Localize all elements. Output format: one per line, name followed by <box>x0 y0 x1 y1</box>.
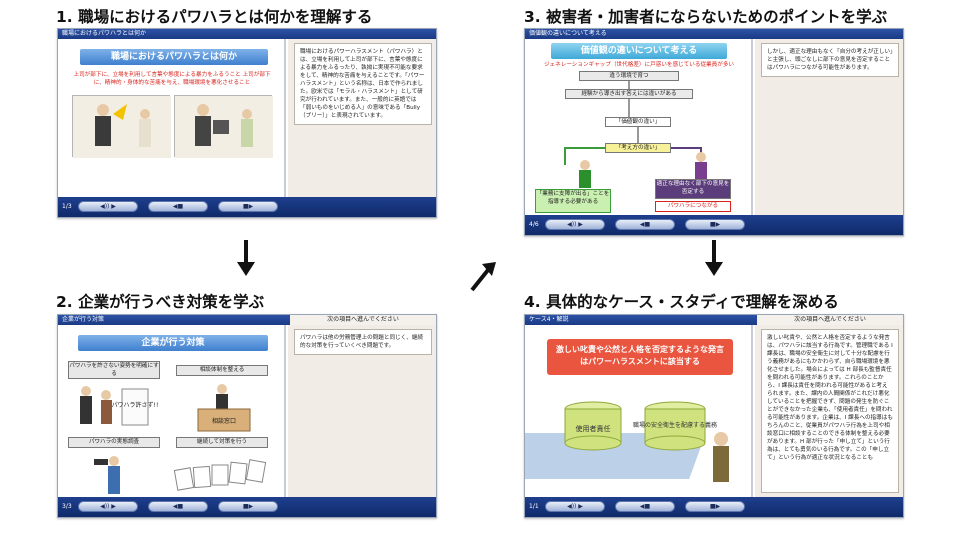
title-bar: 企業が行う対策次の項目へ進んでください <box>58 315 436 325</box>
binoculars-calendar-icon <box>94 456 267 494</box>
explanation-panel: しかし、適正な理由もなく「自分の考えが正しい」と主張し、頭ごなしに部下の意見を否… <box>755 39 903 217</box>
arrow-down-right-icon <box>705 240 723 276</box>
audio-button[interactable]: ◀)) ▶ <box>78 501 138 512</box>
page-indicator: 3/3 <box>62 503 72 510</box>
result-right-label: パワハラにつながる <box>655 201 731 212</box>
flow-arrows-icon <box>564 81 707 188</box>
screenshot-step-4: ケース4・解説次の項目へ進んでください 激しい叱責や公然と人格を否定するような発… <box>524 314 904 518</box>
footer-bar: 4/6 ◀)) ▶ ◀■ ■▶ <box>525 215 903 235</box>
slide-heading: 価値観の違いについて考える <box>551 43 727 59</box>
title-bar: 職場におけるパワハラとは何か <box>58 29 436 39</box>
footer-bar: 1/3 ◀)) ▶ ◀■ ■▶ <box>58 197 436 217</box>
boss-shouting-icon <box>73 96 171 158</box>
sign-text: パワハラ許さず!! <box>112 401 159 409</box>
slide-red-text: ジェネレーションギャップ（世代格差）に戸惑いを感じている従業員が多い <box>543 62 735 68</box>
cylinder-right-text: 職場の安全衛生を配慮する義務 <box>633 421 717 429</box>
audio-button[interactable]: ◀)) ▶ <box>545 219 605 230</box>
page-indicator: 1/3 <box>62 203 72 210</box>
arrow-down-left-icon <box>237 240 255 276</box>
slide-red-text: 激しい叱責や公然と人格を否定するような発言はパワーハラスメントに該当する <box>547 339 733 375</box>
step-2-title: 2. 企業が行うべき対策を学ぶ <box>56 293 265 311</box>
explanation-text: パワハラは他の労務管理上の問題と同じく、継続的な対策を行っていくべき問題です。 <box>294 329 432 355</box>
flow-step-2: 経験から導き出す答えには違いがある <box>565 89 693 99</box>
flow-step-4: 「考え方の違い」 <box>605 143 671 153</box>
slide-red-text: 上司が部下に、立場を利用して言葉や態度による暴力をふるうこと 上司が部下に、精神… <box>73 72 271 86</box>
slide: 価値観の違いについて考える ジェネレーションギャップ（世代格差）に戸惑いを感じて… <box>525 39 753 217</box>
explanation-panel: パワハラは他の労務管理上の問題と同じく、継続的な対策を行っていくべき問題です。 <box>288 325 436 499</box>
next-button[interactable]: ■▶ <box>218 501 278 512</box>
page-indicator: 1/1 <box>529 503 539 510</box>
card-policy: パワハラを許さない姿勢を明確にする <box>68 361 160 379</box>
step-1-title: 1. 職場におけるパワハラとは何かを理解する <box>56 8 373 26</box>
step-4-title: 4. 具体的なケース・スタディで理解を深める <box>524 293 839 311</box>
prev-button[interactable]: ◀■ <box>148 501 208 512</box>
audio-button[interactable]: ◀)) ▶ <box>545 501 605 512</box>
next-button[interactable]: ■▶ <box>218 201 278 212</box>
explanation-text: 激しい叱責や、公然と人格を否定するような発言は、パワハラに該当する行為です。管理… <box>761 329 899 493</box>
prev-button[interactable]: ◀■ <box>148 201 208 212</box>
card-survey: パワハラの実態調査 <box>68 437 160 448</box>
next-button[interactable]: ■▶ <box>685 219 745 230</box>
explanation-text: しかし、適正な理由もなく「自分の考えが正しい」と主張し、頭ごなしに部下の意見を否… <box>761 43 899 77</box>
scale-cylinders-icon: 使用者責任 職場の安全衛生を配慮する義務 <box>525 401 729 482</box>
result-right: 適正な理由なく部下の意見を否定する <box>655 179 731 199</box>
flow-step-3: 「価値観の違い」 <box>605 117 671 127</box>
next-button[interactable]: ■▶ <box>685 501 745 512</box>
prev-button[interactable]: ◀■ <box>615 501 675 512</box>
explanation-panel: 職場におけるパワーハラスメント（パワハラ）とは、立場を利用して上司が部下に、言葉… <box>288 39 436 199</box>
audio-button[interactable]: ◀)) ▶ <box>78 201 138 212</box>
flow-step-1: 違う環境で育つ <box>579 71 679 81</box>
slide: 激しい叱責や公然と人格を否定するような発言はパワーハラスメントに該当する 使用者… <box>525 325 753 499</box>
slide-heading: 職場におけるパワハラとは何か <box>80 49 268 65</box>
cylinder-left-text: 使用者責任 <box>576 424 611 433</box>
slide: 企業が行う対策 パワハラを許さない姿勢を明確にする 相談体制を整える パワハラ許… <box>58 325 286 499</box>
next-item-hint: 次の項目へ進んでください <box>757 315 903 325</box>
screenshot-step-1: 職場におけるパワハラとは何か 職場におけるパワハラとは何か 上司が部下に、立場を… <box>57 28 437 218</box>
boss-paperwork-icon <box>175 96 273 158</box>
footer-bar: 3/3 ◀)) ▶ ◀■ ■▶ <box>58 497 436 517</box>
card-continuous: 継続して対策を行う <box>176 437 268 448</box>
title-bar: ケース4・解説次の項目へ進んでください <box>525 315 903 325</box>
result-left: 「業務に支障が出る」ことを指導する必要がある <box>535 189 611 213</box>
prev-button[interactable]: ◀■ <box>615 219 675 230</box>
footer-bar: 1/1 ◀)) ▶ ◀■ ■▶ <box>525 497 903 517</box>
slide: 職場におけるパワハラとは何か 上司が部下に、立場を利用して言葉や態度による暴力を… <box>58 39 286 199</box>
illustration-right <box>174 95 273 158</box>
explanation-panel: 激しい叱責や、公然と人格を否定するような発言は、パワハラに該当する行為です。管理… <box>755 325 903 499</box>
arrow-up-right-icon <box>470 262 496 292</box>
explanation-text: 職場におけるパワーハラスメント（パワハラ）とは、立場を利用して上司が部下に、言葉… <box>294 43 432 125</box>
step-3-title: 3. 被害者・加害者にならないためのポイントを学ぶ <box>524 8 888 26</box>
next-item-hint: 次の項目へ進んでください <box>290 315 436 325</box>
card-consultation: 相談体制を整える <box>176 365 268 376</box>
screenshot-step-2: 企業が行う対策次の項目へ進んでください 企業が行う対策 パワハラを許さない姿勢を… <box>57 314 437 518</box>
slide-heading: 企業が行う対策 <box>78 335 268 351</box>
illustration-left <box>72 95 171 158</box>
people-desk-icon: パワハラ許さず!! 相談窓口 <box>80 384 251 432</box>
screenshot-step-3: 価値観の違いについて考える 価値観の違いについて考える ジェネレーションギャップ… <box>524 28 904 236</box>
page-indicator: 4/6 <box>529 221 539 228</box>
desk-text: 相談窓口 <box>212 417 236 425</box>
title-bar: 価値観の違いについて考える <box>525 29 903 39</box>
